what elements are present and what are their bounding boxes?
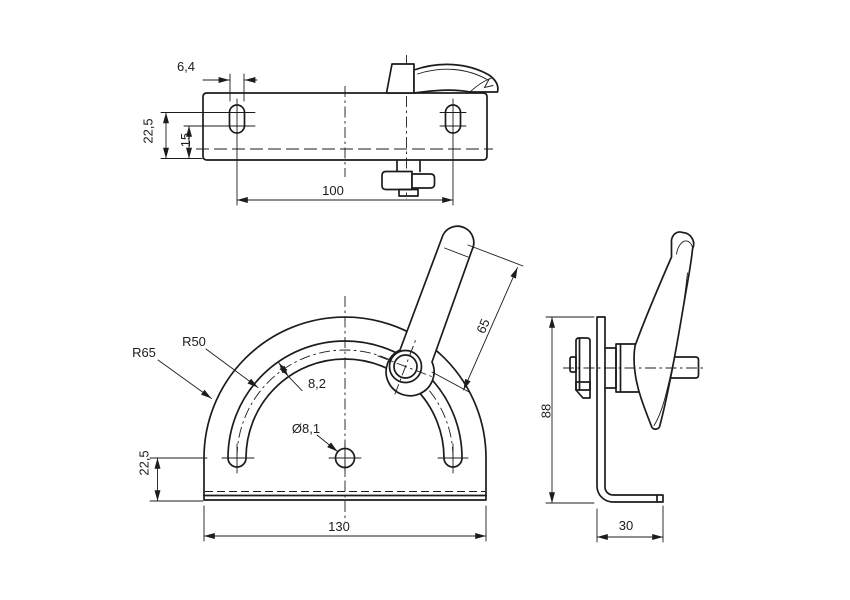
- dim-center-hole-label: Ø8,1: [292, 421, 320, 436]
- dim-8-2-leader-tail: [287, 375, 303, 391]
- top-view-slot-right: [444, 104, 462, 134]
- dim-130-label: 130: [328, 519, 350, 534]
- top-view-knob-wing-right: [411, 173, 436, 189]
- dim-65-label: 65: [473, 316, 493, 335]
- top-view-knob-tab: [398, 188, 419, 197]
- dim-r65-label: R65: [132, 345, 156, 360]
- top-view-lever-handle-inner-curve: [417, 68, 489, 81]
- side-view: 88 30: [539, 231, 706, 543]
- dim-15-label: 15: [178, 133, 193, 147]
- front-view-pivot-bolt: [393, 354, 418, 379]
- dim-r50-label: R50: [182, 334, 206, 349]
- top-view-knob-stem: [396, 159, 421, 173]
- front-view-plate-outline: [203, 316, 487, 501]
- side-view-lever-inner-edge-line: [653, 272, 688, 426]
- top-view-plate-outline: [202, 92, 488, 161]
- top-view-lever-tip-fold-line: [469, 77, 493, 93]
- side-view-l-bracket-outline: [596, 316, 664, 503]
- dim-65-line: [463, 267, 518, 391]
- dim-22-5-front-label: 22,5: [137, 450, 152, 475]
- dim-100-label: 100: [322, 183, 344, 198]
- front-view: R50 R65 8,2 Ø8,1 65 22,5 130: [132, 225, 524, 542]
- dim-8-2-arrow-outer: [278, 362, 288, 374]
- leader-center-hole: [316, 434, 338, 452]
- side-view-knob-nub: [569, 356, 577, 373]
- side-view-lever: [633, 231, 695, 430]
- dim-65-ext-lines: [431, 244, 524, 393]
- dim-8-2-label: 8,2: [308, 376, 326, 391]
- dim-slot-width-label: 6,4: [177, 59, 195, 74]
- front-view-arc-slot-centerline: [236, 349, 454, 459]
- front-view-slot-cap-centermarks: [221, 443, 469, 474]
- dim-8-2-arrow-inner: [279, 365, 289, 377]
- side-view-lever-hook-inner-curve: [676, 240, 693, 255]
- dim-22-5-top-label: 22,5: [141, 118, 156, 143]
- dim-30-label: 30: [619, 518, 633, 533]
- leader-r50: [205, 348, 259, 388]
- front-view-pivot-washer: [388, 349, 423, 384]
- top-view: 6,4 22,5 15 100: [141, 55, 499, 206]
- side-view-stud: [657, 356, 700, 379]
- top-view-lever-tip-notch: [483, 78, 494, 89]
- side-view-knob-lower-wing: [575, 381, 591, 399]
- leader-r65: [157, 359, 212, 399]
- front-view-pivot-centerlines: [377, 338, 434, 395]
- front-view-lever: [385, 225, 475, 397]
- dim-22-5-front-ext-lines: [149, 457, 208, 502]
- front-view-arc-slot: [227, 340, 463, 468]
- top-view-knob-wing-left: [381, 170, 413, 191]
- front-view-lever-tip-chamfer-line: [444, 247, 469, 258]
- top-view-slot-right-centermarks: [439, 112, 467, 127]
- top-view-lever-boss: [385, 63, 415, 94]
- dim-slot-width-ext-lines: [229, 73, 245, 102]
- top-view-slot-left: [228, 104, 246, 134]
- dim-88-label: 88: [539, 404, 554, 418]
